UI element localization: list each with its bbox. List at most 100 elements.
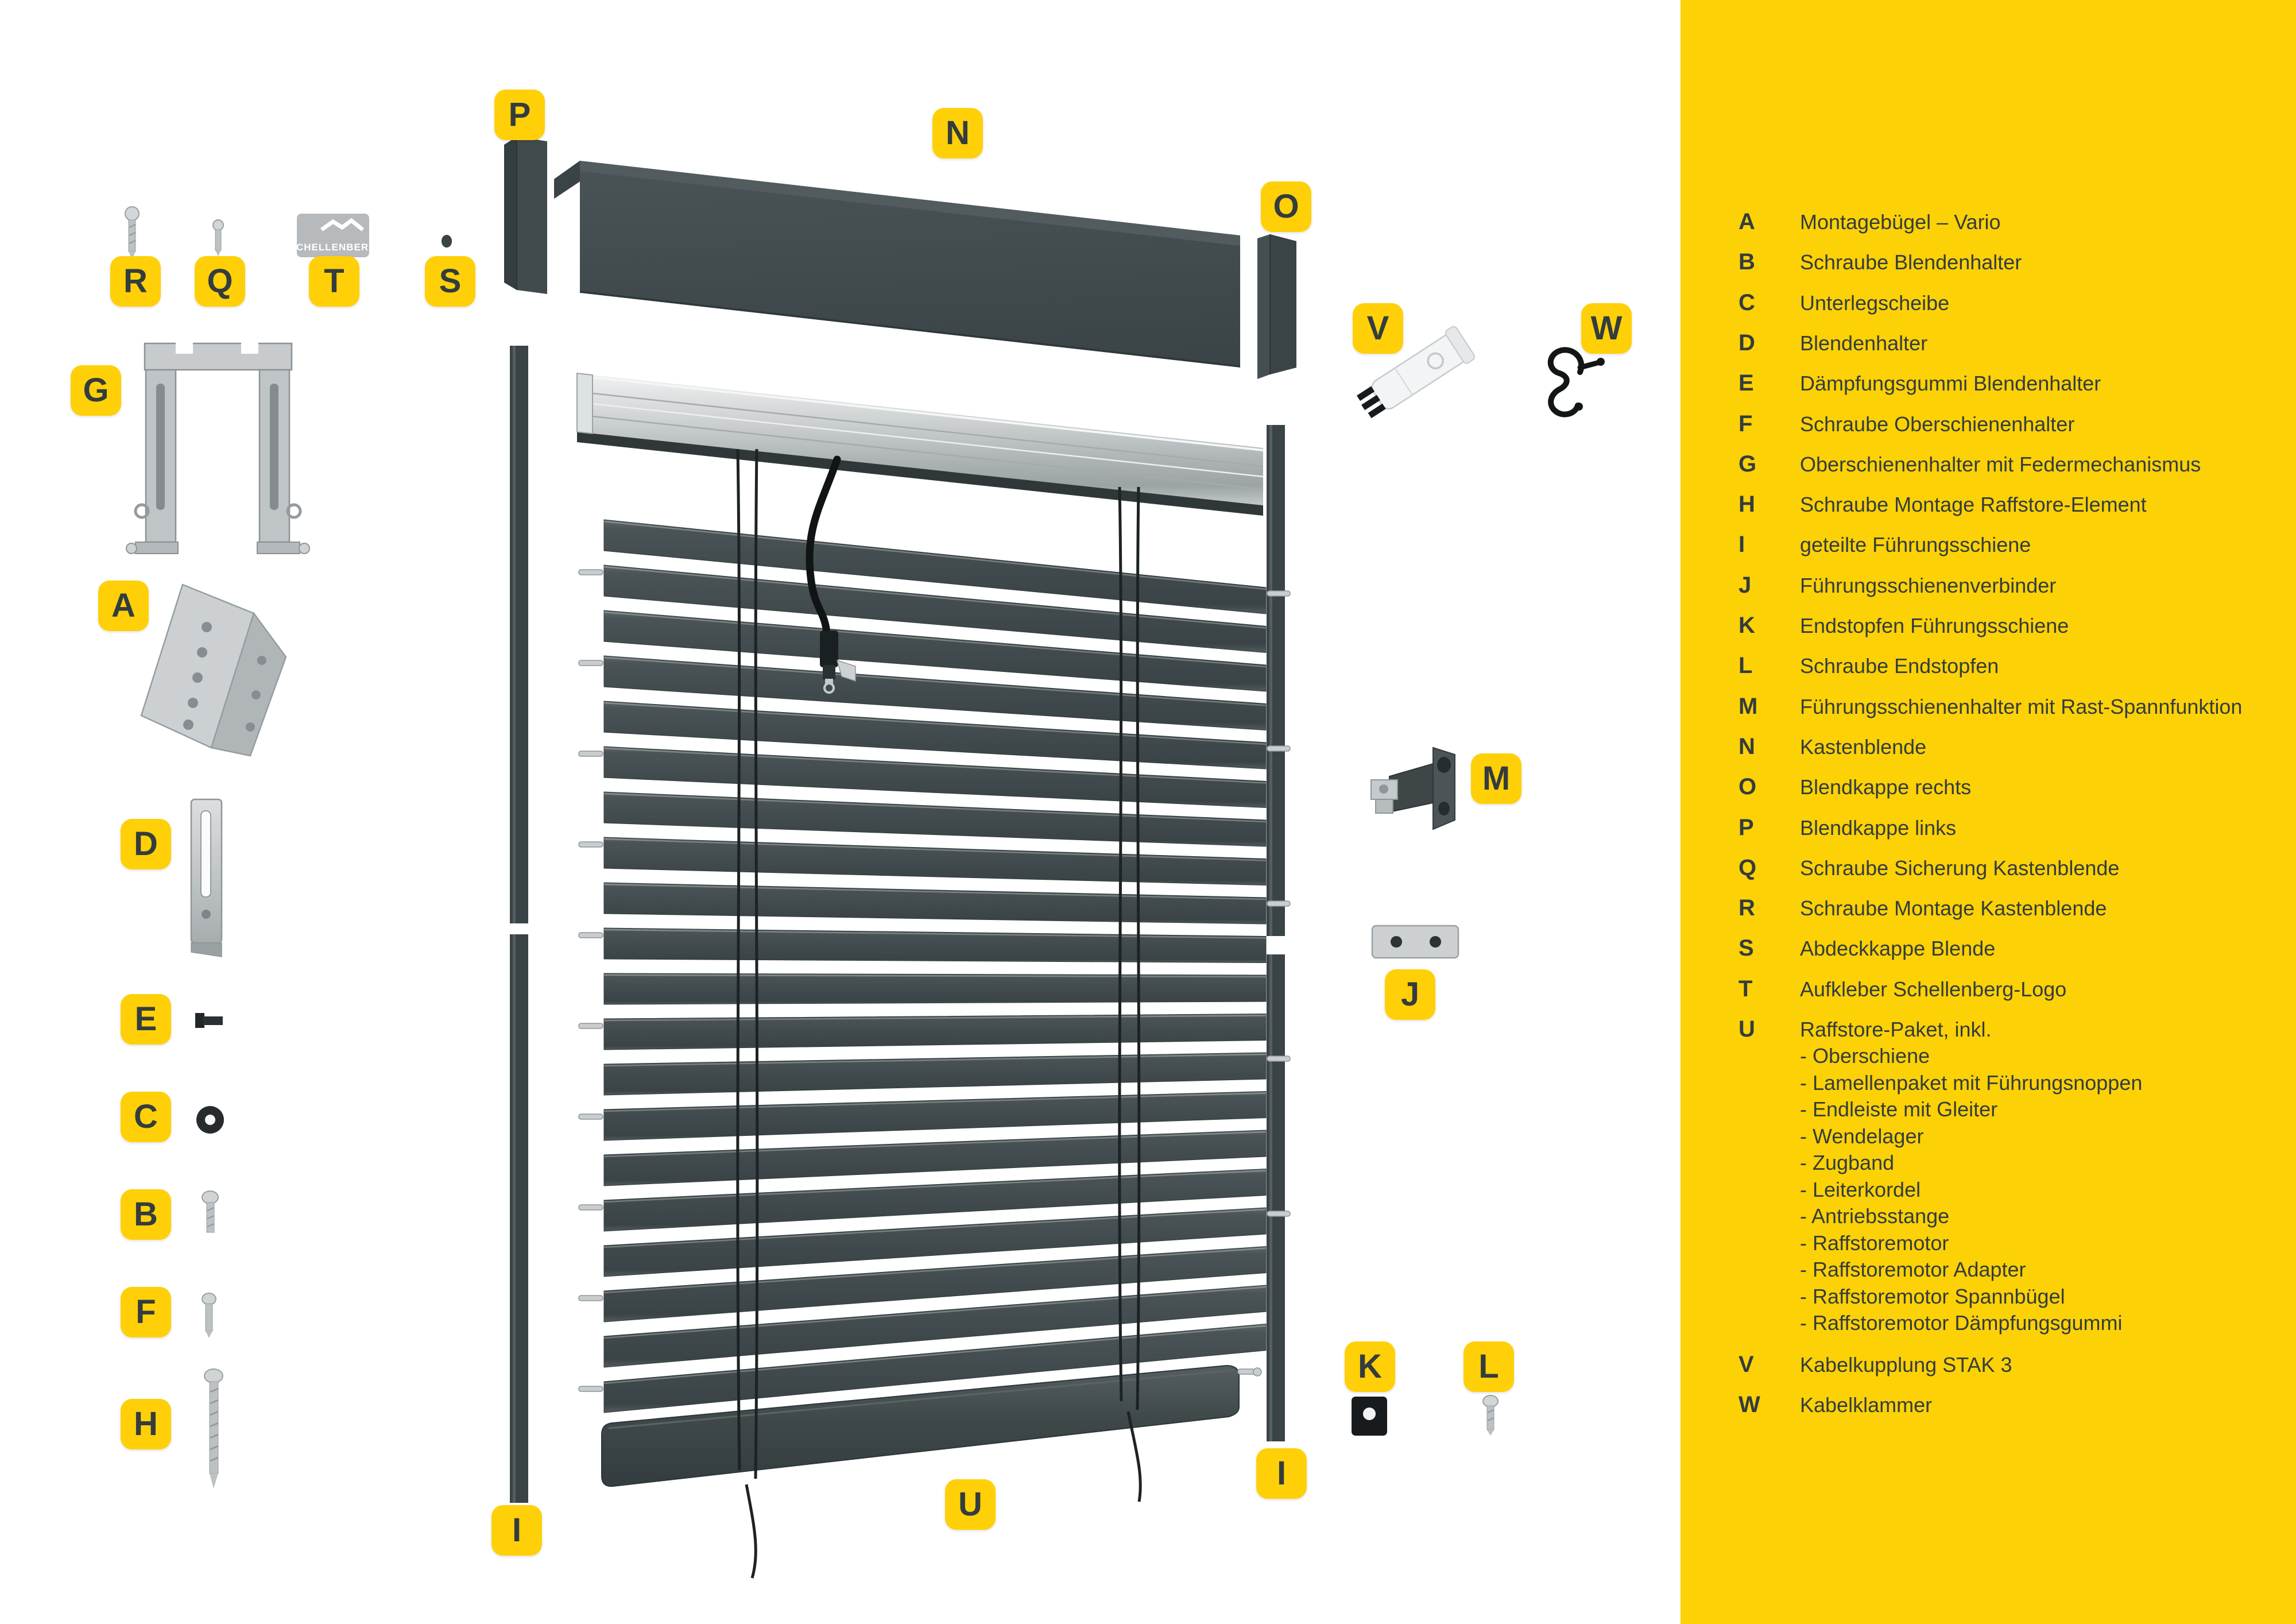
screw-f-part	[202, 1293, 216, 1338]
legend-label: Führungsschienenhalter mit Rast-Spannfun…	[1800, 694, 2243, 718]
legend-subitem: - Endleiste mit Gleiter	[1800, 1097, 1998, 1122]
legend-label: Blendkappe links	[1800, 815, 1957, 840]
slat-highlight	[603, 566, 1267, 629]
guide-pin-right	[1267, 1211, 1291, 1217]
slat-highlight	[603, 1092, 1267, 1112]
legend-subitem: - Raffstoremotor Adapter	[1800, 1258, 2026, 1282]
guide-pin-right	[1267, 900, 1291, 907]
part-badge-g: G	[71, 365, 121, 416]
guide-pin-right	[1267, 1055, 1291, 1062]
legend-label: Raffstore-Paket, inkl.	[1800, 1018, 1992, 1041]
blendkappe-rechts-part	[1257, 234, 1296, 379]
legend-letter: G	[1739, 451, 1757, 477]
part-badge-m: M	[1471, 753, 1521, 804]
part-badge-q: Q	[195, 256, 245, 307]
legend-label: Kabelklammer	[1800, 1393, 1933, 1417]
legend-label: Endstopfen Führungsschiene	[1800, 614, 2069, 637]
part-badge-w: W	[1581, 303, 1632, 354]
bracket-g-part	[126, 341, 310, 554]
legend-subitem: - Lamellenpaket mit Führungsnoppen	[1800, 1070, 2143, 1095]
screw-q-part	[212, 219, 224, 256]
slat-highlight	[603, 929, 1267, 939]
slat	[603, 1323, 1267, 1413]
lamella-stack	[578, 519, 1291, 1413]
legend-letter: N	[1739, 733, 1755, 759]
cap-s-part	[442, 235, 452, 248]
slat-highlight	[603, 1325, 1267, 1385]
connector-j-part	[1371, 925, 1459, 959]
legend-letter: V	[1739, 1351, 1754, 1377]
legend-label: Oberschienenhalter mit Federmechanismus	[1800, 452, 2201, 476]
slat	[603, 1207, 1267, 1277]
legend-letter: O	[1739, 774, 1757, 800]
slat-highlight	[603, 702, 1267, 745]
legend-letter: C	[1739, 289, 1755, 315]
slat-highlight	[603, 1208, 1267, 1248]
legend-label: Unterlegscheibe	[1800, 291, 1950, 315]
legend-panel	[1681, 0, 2296, 1624]
screw-r-part	[125, 206, 140, 260]
legend-label: Kastenblende	[1800, 734, 1927, 759]
guide-pin-left	[578, 1386, 603, 1392]
legend-letter: F	[1739, 411, 1753, 436]
blendkappe-links-part	[504, 137, 547, 294]
legend-label: Montagebügel – Vario	[1800, 210, 2001, 234]
part-badge-s: S	[425, 256, 475, 307]
guide-pin-left	[578, 1204, 603, 1211]
legend-letter: K	[1739, 613, 1755, 638]
legend-label: Schraube Oberschienenhalter	[1800, 412, 2075, 436]
part-badge-h: H	[121, 1399, 171, 1449]
daempfungsgummi-e-part	[195, 1013, 223, 1028]
slat-highlight	[603, 883, 1267, 900]
slat-highlight	[603, 611, 1267, 668]
legend-subitem: - Leiterkordel	[1800, 1177, 1921, 1201]
bracket-a-part	[140, 583, 287, 757]
part-badge-v: V	[1353, 303, 1403, 354]
guide-pin-left	[578, 1113, 603, 1120]
blendenhalter-d-part	[190, 798, 223, 957]
guide-pin-left	[578, 569, 603, 575]
slat	[603, 791, 1267, 847]
kastenblende-part	[554, 161, 1241, 368]
sticker-text: SCHELLENBERG	[289, 242, 377, 253]
guide-rail-left	[510, 346, 528, 1503]
slat-highlight	[603, 1286, 1267, 1339]
guide-pin-left	[578, 1023, 603, 1029]
slat	[603, 701, 1267, 770]
legend-label: geteilte Führungsschiene	[1800, 533, 2031, 557]
clamp-w-part	[1547, 347, 1605, 417]
slat	[603, 1052, 1267, 1096]
guide-rail-right	[1267, 425, 1285, 1441]
endstop-k-part	[1352, 1397, 1387, 1436]
legend-label: Dämpfungsgummi Blendenhalter	[1800, 372, 2101, 396]
legend-subitem: - Oberschiene	[1800, 1044, 1930, 1068]
guide-pin-left	[578, 932, 603, 938]
guide-pin-left	[578, 660, 603, 666]
slat-highlight	[603, 838, 1267, 861]
part-badge-k: K	[1345, 1341, 1395, 1392]
guide-pin-left	[578, 841, 603, 848]
legend-label: Blendkappe rechts	[1800, 775, 1972, 799]
slat	[603, 1246, 1267, 1323]
guide-pin-right	[1267, 590, 1291, 597]
coupling-v-part	[1356, 326, 1476, 419]
slat	[603, 655, 1267, 731]
guide-pin-left	[578, 1295, 603, 1301]
legend-letter: B	[1739, 249, 1755, 275]
part-badge-n: N	[932, 108, 983, 158]
slat	[603, 610, 1267, 692]
legend-letter: T	[1739, 976, 1753, 1002]
legend-subitem: - Raffstoremotor Dämpfungsgummi	[1800, 1311, 2123, 1335]
legend-label: Schraube Sicherung Kastenblende	[1800, 856, 2120, 880]
legend-subitem: - Raffstoremotor Spannbügel	[1800, 1284, 2065, 1308]
legend-label: Schraube Montage Kastenblende	[1800, 896, 2107, 921]
part-badge-f: F	[121, 1287, 171, 1337]
legend-letter: U	[1739, 1016, 1755, 1042]
legend-letter: P	[1739, 814, 1754, 840]
slat	[603, 837, 1267, 886]
part-badge-r: R	[110, 256, 161, 307]
legend-subitem: - Zugband	[1800, 1151, 1895, 1175]
slat-highlight	[603, 1170, 1267, 1203]
